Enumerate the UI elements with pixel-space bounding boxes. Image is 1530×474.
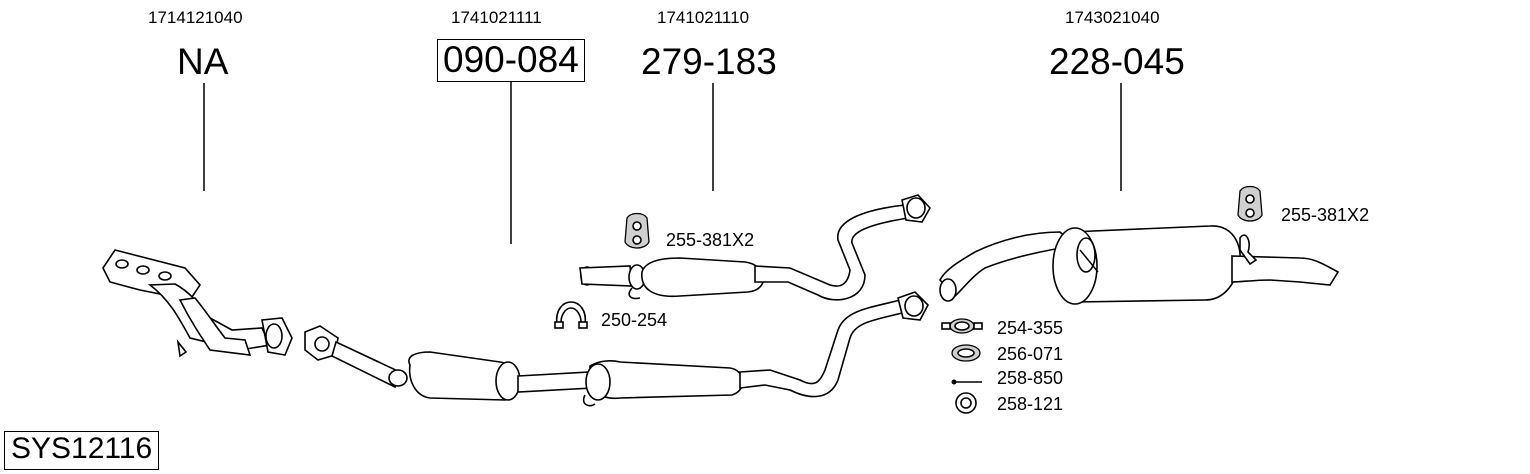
part-number-manifold[interactable]: NA — [177, 41, 229, 82]
accessory-label-clamp: 254-355 — [997, 318, 1064, 338]
accessory-label-hanger-rear: 255-381X2 — [1281, 205, 1370, 225]
accessory-label-bolt: 258-850 — [997, 368, 1064, 388]
part-number-middle-silencer[interactable]: 279-183 — [641, 41, 777, 82]
oem-number-manifold: 1714121040 — [148, 8, 243, 27]
accessory-label-pipe-clamp: 250-254 — [601, 310, 668, 330]
clamp-icon[interactable] — [941, 318, 983, 334]
system-id: SYS12116 — [4, 431, 160, 470]
rubber-hanger-icon[interactable] — [624, 212, 650, 249]
part-number-catalytic-converter[interactable]: 090-084 — [437, 39, 585, 82]
oem-number-middle-silencer: 1741021110 — [657, 8, 750, 27]
exhaust-manifold-part[interactable] — [102, 249, 293, 358]
accessory-label-gasket: 256-071 — [997, 344, 1064, 364]
accessory-label-ring: 258-121 — [997, 394, 1064, 414]
part-number-rear-silencer[interactable]: 228-045 — [1049, 41, 1185, 82]
pipe-clamp-icon[interactable] — [554, 301, 588, 329]
rear-silencer-part[interactable] — [939, 225, 1340, 305]
catalytic-converter-part[interactable] — [304, 291, 929, 407]
middle-silencer-part[interactable] — [579, 194, 931, 301]
ring-icon[interactable] — [955, 392, 977, 414]
oem-number-rear-silencer: 1743021040 — [1065, 8, 1160, 27]
bolt-icon[interactable] — [951, 379, 983, 385]
accessory-label-hanger-middle: 255-381X2 — [666, 230, 755, 250]
rubber-hanger-icon[interactable] — [1237, 185, 1263, 222]
oem-number-catalytic-converter: 1741021111 — [451, 8, 542, 27]
gasket-icon[interactable] — [951, 344, 981, 362]
